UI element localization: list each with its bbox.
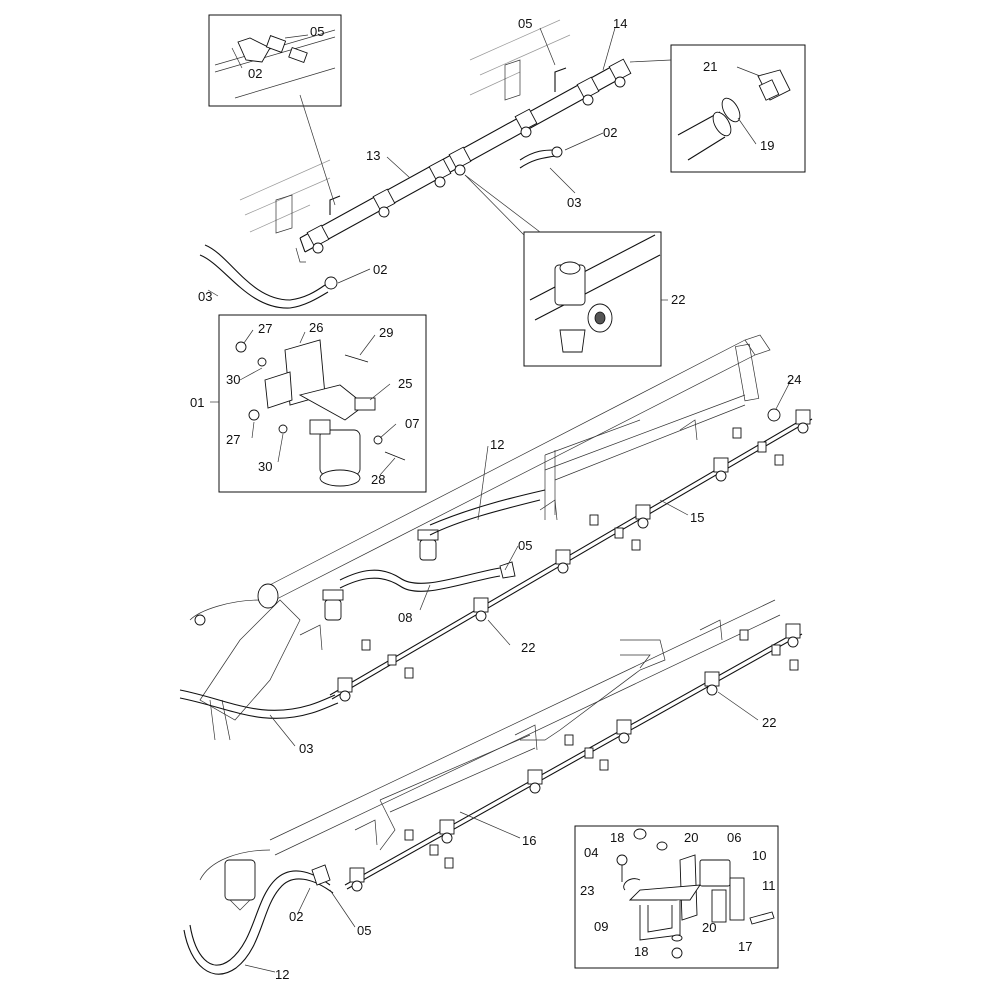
callout-03-top-right: 03 [567, 195, 581, 210]
inset-hose-connector [208, 14, 342, 206]
callout-13: 13 [366, 148, 380, 163]
callout-03-top-left: 03 [198, 289, 212, 304]
callout-23: 23 [580, 883, 594, 898]
callout-21: 21 [703, 59, 717, 74]
top-nozzle-1 [306, 224, 330, 254]
top-elbow-fitting-right [554, 67, 567, 92]
top-nozzle-4 [448, 146, 472, 176]
lower-feed-hose [189, 870, 331, 966]
callout-30-a: 30 [226, 372, 240, 387]
leader-lines [207, 27, 792, 973]
mid-nozzle-1 [337, 677, 353, 702]
top-nozzle-2 [372, 188, 396, 218]
callout-06: 06 [727, 830, 741, 845]
callout-25: 25 [398, 376, 412, 391]
callout-29: 29 [379, 325, 393, 340]
callout-02-inset: 02 [248, 66, 262, 81]
inset-filter-assembly [218, 314, 427, 493]
callout-22-low: 22 [762, 715, 776, 730]
low-nozzle-4 [616, 719, 632, 744]
low-nozzle-2 [439, 819, 455, 844]
mid-supply-hose [179, 689, 336, 711]
callout-01: 01 [190, 395, 204, 410]
callout-11: 11 [762, 878, 776, 893]
mid-nozzle-2 [473, 597, 489, 622]
mid-filter-2 [322, 589, 344, 621]
mid-nozzle-3 [555, 549, 571, 574]
callout-05-mid: 05 [518, 538, 532, 553]
top-nozzle-5 [514, 108, 538, 138]
middle-spray-line [179, 408, 813, 719]
callout-28: 28 [371, 472, 385, 487]
callout-09: 09 [594, 919, 608, 934]
mid-nozzle-4 [635, 504, 651, 529]
callout-30-b: 30 [258, 459, 272, 474]
mid-nozzle-5 [713, 457, 729, 482]
low-nozzle-3 [527, 769, 543, 794]
mid-nozzle-6 [795, 409, 811, 434]
callout-02-low: 02 [289, 909, 303, 924]
callout-16: 16 [522, 833, 536, 848]
callout-10: 10 [752, 848, 766, 863]
callout-20-a: 20 [684, 830, 698, 845]
callout-19: 19 [760, 138, 774, 153]
inset-clamp-kit [574, 825, 779, 969]
mid-filter-1 [417, 529, 439, 561]
callout-02-top-left: 02 [373, 262, 387, 277]
callout-20-b: 20 [702, 920, 716, 935]
top-nozzle-7 [608, 58, 632, 88]
top-nozzle-6 [576, 76, 600, 106]
inset-nozzle-body [464, 174, 662, 367]
callout-17: 17 [738, 939, 752, 954]
top-elbow-fitting-left [329, 195, 341, 215]
inset-end-cap-with-oring [629, 44, 806, 173]
callout-22-top: 22 [671, 292, 685, 307]
lower-boom-frame [199, 599, 781, 911]
lower-spray-line [183, 619, 803, 975]
top-boom-assembly [199, 19, 632, 309]
low-nozzle-6 [785, 623, 801, 648]
callout-05-low: 05 [357, 923, 371, 938]
callout-18-a: 18 [610, 830, 624, 845]
callout-24: 24 [787, 372, 801, 387]
callout-18-b: 18 [634, 944, 648, 959]
callout-05-inset: 05 [310, 24, 324, 39]
lower-hinge-block [224, 859, 256, 901]
callout-02-top-right: 02 [603, 125, 617, 140]
callout-14: 14 [613, 16, 627, 31]
callout-22-mid: 22 [521, 640, 535, 655]
callout-12-low: 12 [275, 967, 289, 982]
low-nozzle-5 [704, 671, 720, 696]
callout-27-a: 27 [258, 321, 272, 336]
callout-08: 08 [398, 610, 412, 625]
callout-27-b: 27 [226, 432, 240, 447]
callout-07: 07 [405, 416, 419, 431]
callout-05-top: 05 [518, 16, 532, 31]
callout-15: 15 [690, 510, 704, 525]
callout-12-mid: 12 [490, 437, 504, 452]
low-nozzle-1 [349, 867, 365, 892]
callout-03-mid: 03 [299, 741, 313, 756]
top-nozzle-3 [428, 158, 452, 188]
top-hose-right [519, 149, 556, 161]
callout-26: 26 [309, 320, 323, 335]
callout-04: 04 [584, 845, 598, 860]
mid-end-cap [767, 408, 781, 422]
middle-boom-frame [189, 334, 771, 741]
callout-labels: 05 02 05 14 21 19 02 03 13 02 03 22 01 2… [190, 16, 801, 982]
mid-feed-hose [339, 567, 501, 584]
top-hose-left [204, 244, 326, 301]
